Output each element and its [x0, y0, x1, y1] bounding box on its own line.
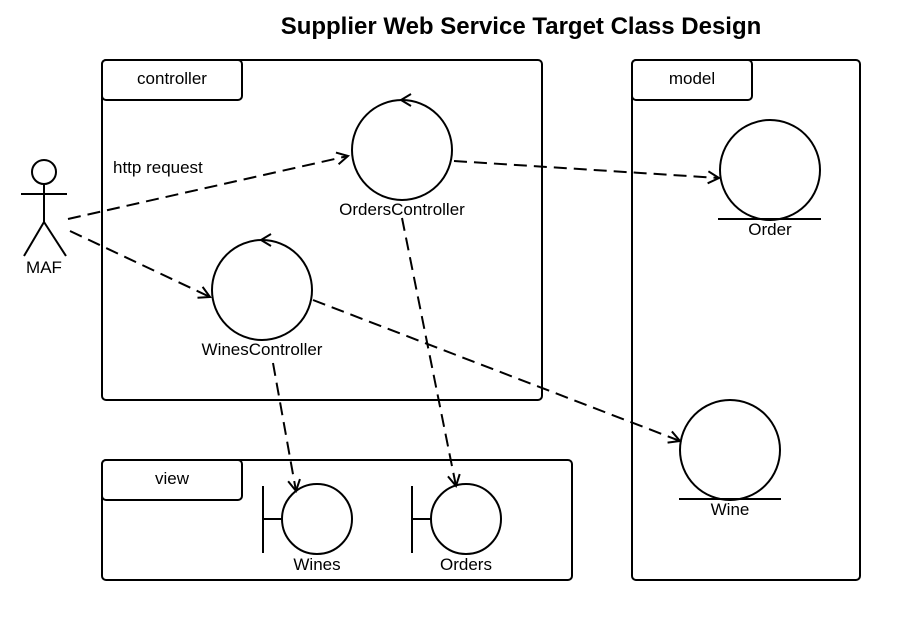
orders-controller-arrow-icon — [399, 93, 412, 107]
order-entity-label: Order — [748, 220, 792, 239]
wine-entity-label: Wine — [711, 500, 750, 519]
view-package-tab — [101, 459, 243, 501]
wines-boundary-label: Wines — [293, 555, 340, 574]
model-package-tab — [631, 59, 753, 101]
wines-controller-label: WinesController — [202, 340, 323, 359]
order-entity: Order — [718, 119, 821, 239]
view-package-label: view — [155, 469, 190, 488]
wine-entity-circle — [679, 399, 781, 501]
http-request-label: http request — [113, 158, 203, 177]
edge-orders-controller-to-orders-view — [401, 217, 456, 486]
edge-maf-to-wines-controller — [69, 230, 210, 297]
actor-right-leg — [43, 221, 67, 257]
actor-label: MAF — [26, 258, 62, 277]
wines-controller-circle — [211, 239, 313, 341]
edge-maf-to-orders-controller — [67, 156, 348, 220]
actor-left-leg — [23, 221, 45, 257]
wines-boundary: Wines — [262, 483, 353, 574]
orders-boundary-label: Orders — [440, 555, 492, 574]
controller-package-label: controller — [137, 69, 207, 88]
edge-wines-controller-to-wines-view — [272, 362, 296, 491]
orders-controller-label: OrdersController — [339, 200, 465, 219]
model-package-label: model — [669, 69, 715, 88]
order-entity-circle — [719, 119, 821, 221]
actor-maf: MAF — [21, 159, 67, 277]
controller-package-tab — [101, 59, 243, 101]
wines-boundary-circle — [281, 483, 353, 555]
actor-head — [31, 159, 57, 185]
wines-controller-arrow-icon — [259, 233, 272, 247]
wines-controller: WinesController — [202, 233, 323, 359]
orders-boundary: Orders — [411, 483, 502, 574]
orders-boundary-circle — [430, 483, 502, 555]
diagram-title: Supplier Web Service Target Class Design — [281, 13, 762, 40]
edge-orders-controller-to-order — [453, 160, 719, 178]
orders-controller-circle — [351, 99, 453, 201]
edge-wines-controller-to-wine — [312, 299, 680, 441]
wine-entity: Wine — [679, 399, 781, 519]
orders-controller: OrdersController — [339, 93, 465, 219]
